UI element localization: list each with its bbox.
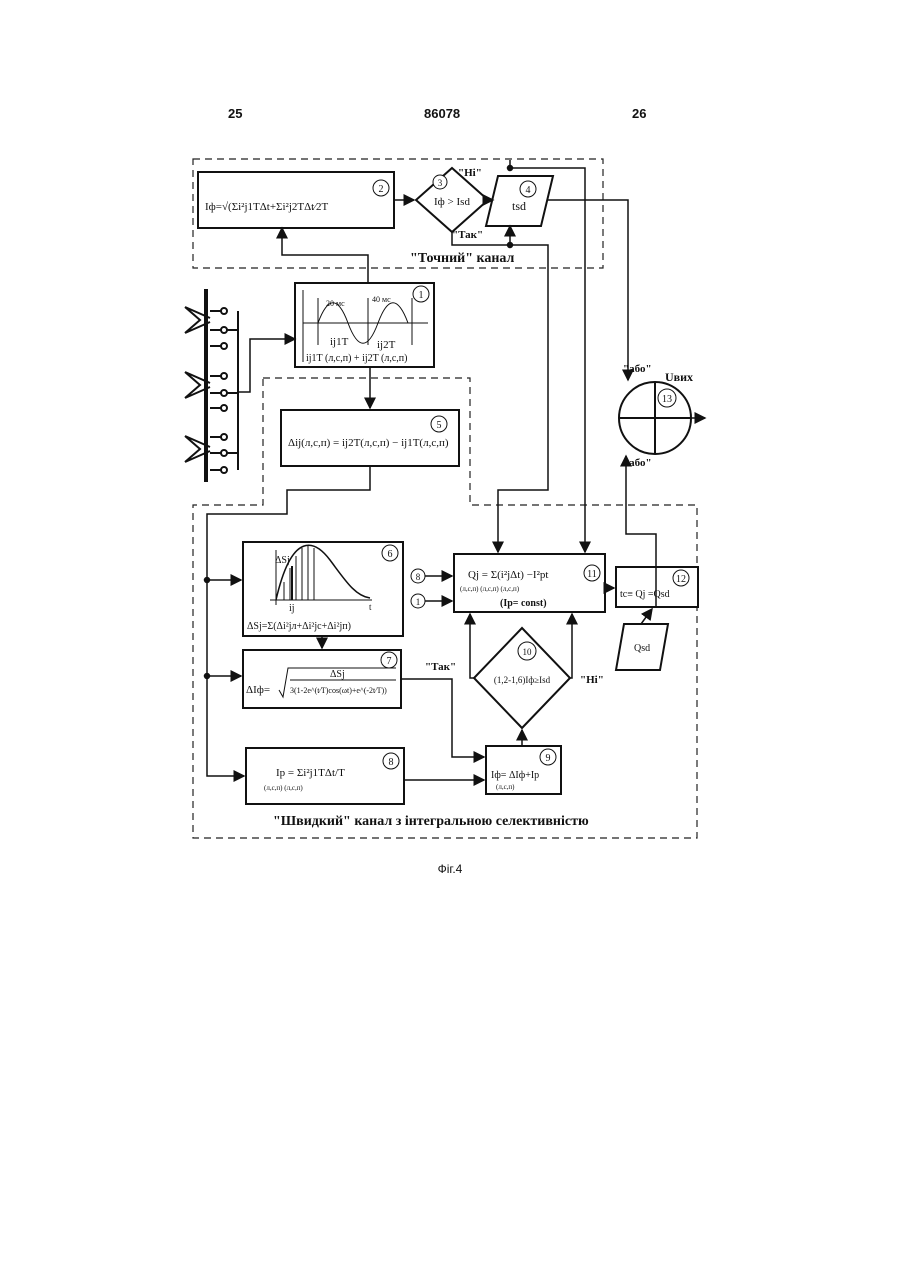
current-transformers bbox=[185, 289, 238, 482]
block-7-numerator: ΔSj bbox=[330, 669, 345, 680]
block-9-number: 9 bbox=[546, 753, 551, 764]
block-11-sub: (л,с,п) (л,с,п) (л,с,п) bbox=[460, 585, 520, 593]
block-11-input-1: 1 bbox=[411, 594, 452, 608]
block-5-current-increment: Δij(л,с,п) = ij2T(л,с,п) − ij1T(л,с,п) 5 bbox=[281, 410, 459, 466]
block-9-total-current: Iф= ΔIф+Ip (л,с,п) 9 bbox=[486, 746, 561, 794]
block-11-condition: (Ip= const) bbox=[500, 598, 547, 609]
block-6-formula: ΔSj=Σ(Δi²jл+Δi²jc+Δi²jп) bbox=[247, 621, 351, 632]
block-1-number: 1 bbox=[419, 290, 424, 301]
block-13-number: 13 bbox=[662, 394, 672, 405]
block-4-label: tsd bbox=[512, 199, 526, 213]
fast-channel-label: "Швидкий" канал з інтегральною селективн… bbox=[273, 814, 589, 829]
block-10-comparator: 10 (1,2-1,6)Iф≥Isd bbox=[474, 628, 570, 728]
block-6-ds-label: ΔSj bbox=[275, 555, 290, 566]
block-11-thermal-integral: Qj = Σ(i²jΔt) −I²pt (л,с,п) (л,с,п) (л,с… bbox=[454, 554, 605, 612]
block-7-denominator: 3(1-2e^(t⁄T)cos(ωt)+e^(-2t⁄T)) bbox=[290, 686, 387, 695]
block-1-label-i1: ij1T bbox=[330, 336, 349, 348]
block-13-output-or: 13 bbox=[619, 382, 691, 454]
block-4-time-setting: 4 tsd bbox=[486, 176, 553, 226]
block-1-label-i2: ij2T bbox=[377, 339, 396, 351]
block-4-number: 4 bbox=[526, 185, 531, 196]
output-label: Uвих bbox=[665, 370, 693, 384]
svg-text:Qsd: Qsd bbox=[634, 643, 650, 654]
block-6-ij-label: ij bbox=[289, 603, 295, 614]
svg-text:1: 1 bbox=[416, 597, 421, 607]
block-10-formula: (1,2-1,6)Iф≥Isd bbox=[494, 675, 551, 685]
block-12-trip-condition: tc≡ Qj =Qsd 12 bbox=[616, 567, 698, 607]
block-8-formula: Ip = Σi²j1TΔt/T bbox=[276, 767, 345, 779]
block-1-current-measurement: 20 мс 40 мс ij1T ij2T ij1T (л,с,п) + ij2… bbox=[295, 283, 434, 367]
svg-text:8: 8 bbox=[416, 572, 421, 582]
block-1-label-20: 20 мс bbox=[326, 299, 345, 308]
block-1-formula: ij1T (л,с,п) + ij2T (л,с,п) bbox=[306, 353, 408, 364]
block-3-number: 3 bbox=[438, 178, 443, 188]
block-5-formula: Δij(л,с,п) = ij2T(л,с,п) − ij1T(л,с,п) bbox=[288, 437, 449, 449]
block-11-formula: Qj = Σ(i²jΔt) −I²pt bbox=[468, 569, 548, 581]
label-yes-top: "Так" bbox=[452, 229, 483, 241]
block-7-lhs: ΔIф= bbox=[246, 684, 270, 696]
block-8-sub: (л,с,п) (л,с,п) bbox=[264, 784, 303, 792]
block-2-formula: Iф=√(Σi²j1TΔt+Σi²j2TΔt⁄2T bbox=[205, 201, 329, 213]
block-12-number: 12 bbox=[676, 574, 686, 585]
figure-caption: Фіг.4 bbox=[0, 862, 900, 876]
block-10-number: 10 bbox=[523, 647, 533, 657]
block-11-input-8: 8 bbox=[411, 569, 452, 583]
block-9-formula: Iф= ΔIф+Ip bbox=[491, 770, 539, 781]
block-8-load-current: Ip = Σi²j1TΔt/T (л,с,п) (л,с,п) 8 bbox=[246, 748, 404, 804]
label-or-bottom: "або" bbox=[623, 457, 652, 469]
label-no-top: "Ні" bbox=[458, 167, 482, 179]
block-5-number: 5 bbox=[437, 420, 442, 431]
block-12-formula: tc≡ Qj =Qsd bbox=[620, 589, 670, 600]
block-1-label-40: 40 мс bbox=[372, 295, 391, 304]
block-3-formula: Iф > Isd bbox=[434, 196, 470, 208]
block-2-rms-current: Iф=√(Σi²j1TΔt+Σi²j2TΔt⁄2T 2 bbox=[198, 172, 394, 228]
label-yes-mid: "Так" bbox=[425, 661, 456, 673]
block-11-number: 11 bbox=[587, 569, 597, 580]
block-6-energy-integral: ΔSj ij t ΔSj=Σ(Δi²jл+Δi²jc+Δi²jп) 6 bbox=[243, 542, 403, 636]
precise-channel-label: "Точний" канал bbox=[410, 251, 515, 266]
block-6-number: 6 bbox=[388, 549, 393, 560]
block-7-number: 7 bbox=[387, 656, 392, 667]
qsd-setting: Qsd bbox=[616, 624, 668, 670]
block-7-delta-current: ΔIф= ΔSj 3(1-2e^(t⁄T)cos(ωt)+e^(-2t⁄T)) … bbox=[243, 650, 401, 708]
block-8-number: 8 bbox=[389, 757, 394, 768]
block-9-sub: (л,с,п) bbox=[496, 783, 515, 791]
block-2-number: 2 bbox=[379, 184, 384, 195]
label-no-mid: "Ні" bbox=[580, 674, 604, 686]
